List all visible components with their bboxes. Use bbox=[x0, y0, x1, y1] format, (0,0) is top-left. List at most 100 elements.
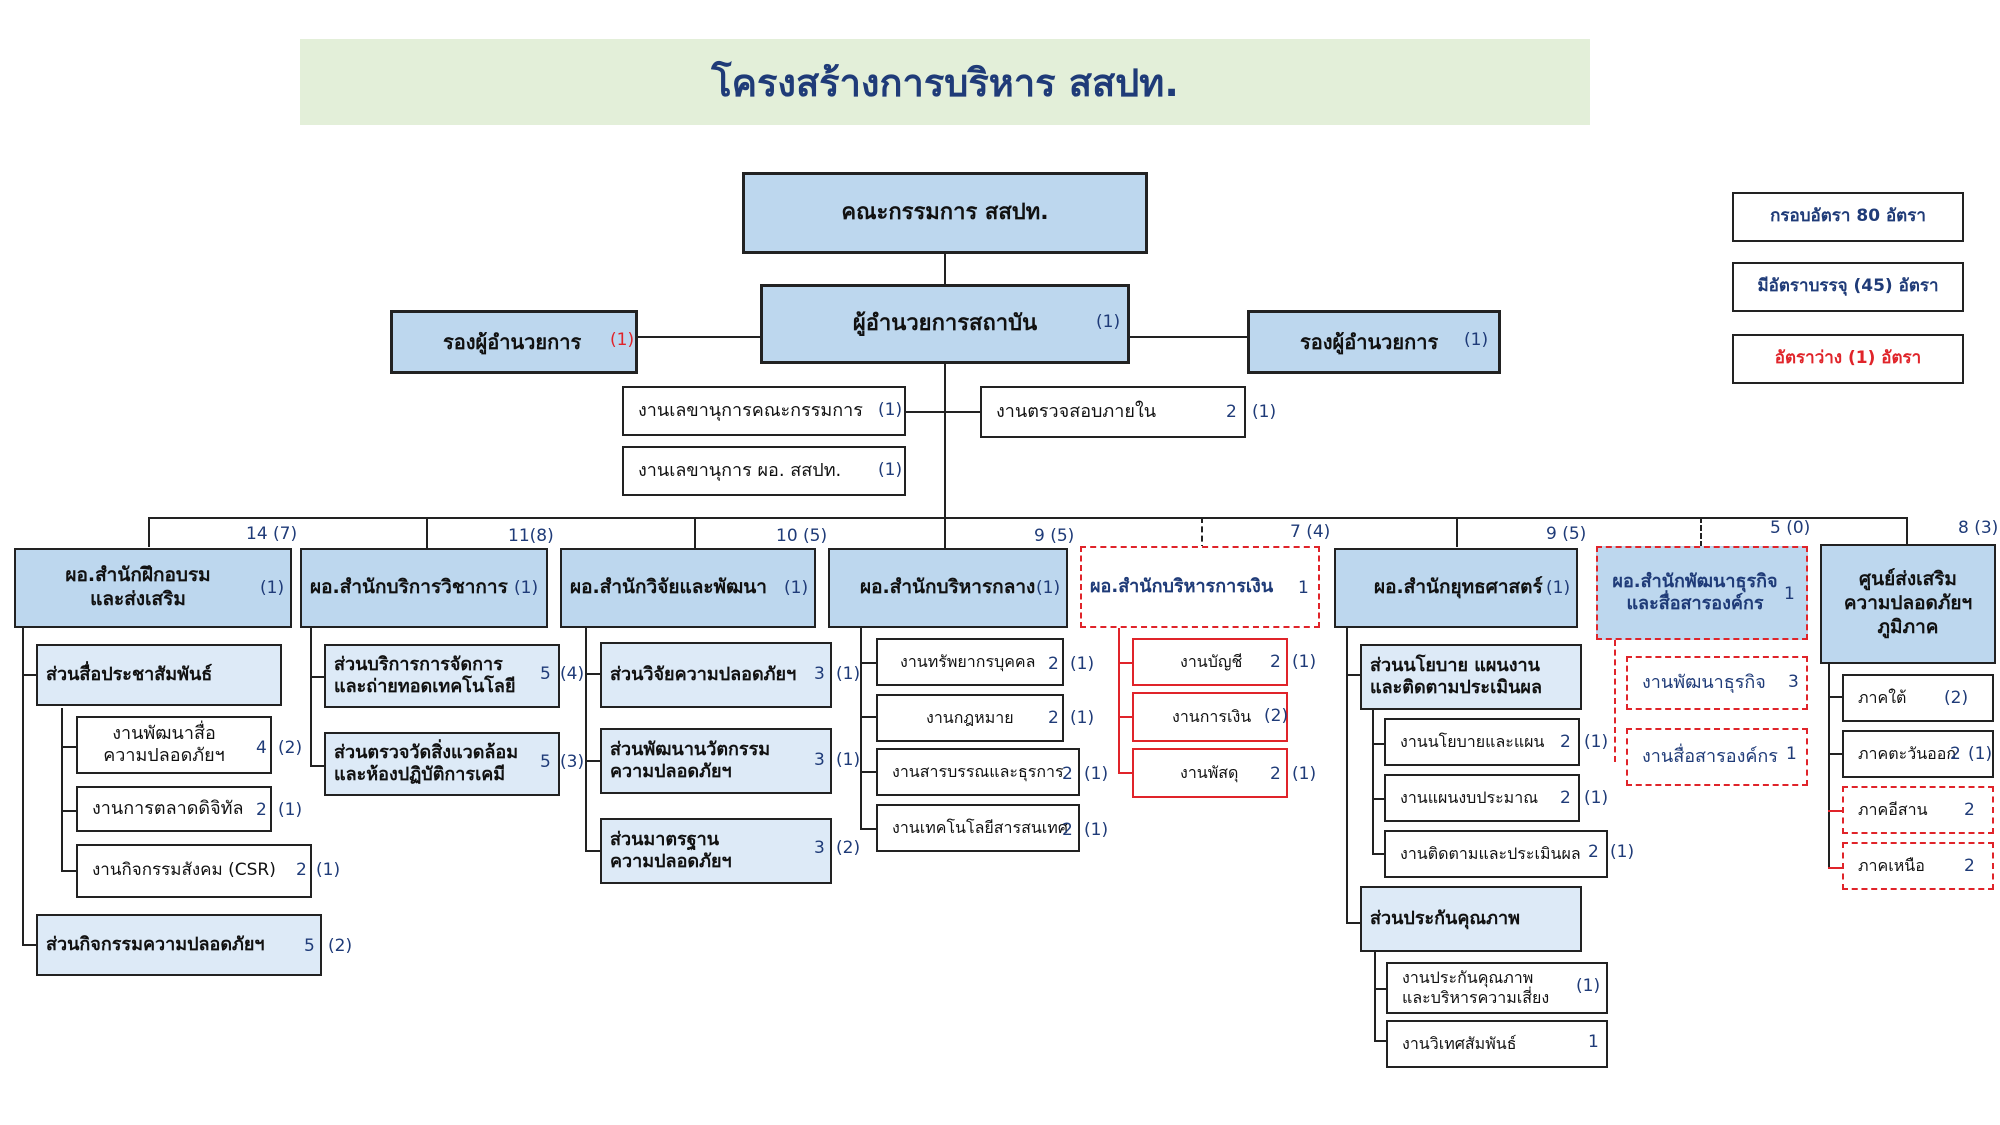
staff-unit-count: 2 bbox=[1226, 402, 1237, 422]
section-extra: (4) bbox=[560, 664, 585, 684]
col1-section-pr[interactable]: ส่วนสื่อประชาสัมพันธ์ bbox=[36, 644, 282, 706]
col2-section-lab[interactable]: ส่วนตรวจวัดสิ่งแวดล้อม และห้องปฏิบัติการ… bbox=[324, 732, 560, 796]
board-box[interactable]: คณะกรรมการ สสปท. bbox=[742, 172, 1148, 254]
staff-unit-extra: (1) bbox=[1252, 402, 1277, 422]
connector-drop-8 bbox=[1906, 517, 1908, 545]
director-box[interactable]: ผู้อำนวยการสถาบัน bbox=[760, 284, 1130, 364]
col6-unit-international[interactable]: งานวิเทศสัมพันธ์ bbox=[1386, 1020, 1608, 1068]
connector-drop-1 bbox=[148, 517, 150, 547]
col1-unit-csr[interactable]: งานกิจกรรมสังคม (CSR) bbox=[76, 844, 312, 898]
col6-section-quality[interactable]: ส่วนประกันคุณภาพ bbox=[1360, 886, 1582, 952]
unit-label: งานเทคโนโลยีสารสนเทศ bbox=[892, 818, 1068, 837]
connector-drop-7 bbox=[1700, 517, 1702, 547]
directorate-central-admin[interactable]: ผอ.สำนักบริหารกลาง bbox=[828, 548, 1068, 628]
deputy-right-box[interactable]: รองผู้อำนวยการ bbox=[1247, 310, 1501, 374]
section-count: 5 bbox=[304, 936, 315, 956]
staff-unit-label: งานเลขานุการ ผอ. สสปท. bbox=[638, 459, 842, 481]
unit-count: 2 bbox=[296, 860, 307, 880]
col4-unit-legal[interactable]: งานกฎหมาย bbox=[876, 694, 1064, 742]
connector-col6-trunk bbox=[1346, 627, 1348, 924]
connector-col8-unit1 bbox=[1828, 696, 1842, 698]
col4-unit-it[interactable]: งานเทคโนโลยีสารสนเทศ bbox=[876, 804, 1080, 852]
directorate-label: ศูนย์ส่งเสริม ความปลอดภัยฯ ภูมิภาค bbox=[1843, 568, 1973, 638]
col4-unit-admin[interactable]: งานสารบรรณและธุรการ bbox=[876, 748, 1080, 796]
directorate-count: (1) bbox=[784, 578, 809, 598]
unit-label: ภาคใต้ bbox=[1858, 688, 1907, 707]
staff-unit-count: (1) bbox=[878, 400, 903, 420]
col1-section-safety-activities[interactable]: ส่วนกิจกรรมความปลอดภัยฯ bbox=[36, 914, 322, 976]
col7-unit-business[interactable]: งานพัฒนาธุรกิจ bbox=[1626, 656, 1808, 710]
section-label: ส่วนนโยบาย แผนงาน และติดตามประเมินผล bbox=[1370, 654, 1543, 699]
col8-unit-east[interactable]: ภาคตะวันออก bbox=[1842, 730, 1994, 778]
unit-label: งานพัฒนาธุรกิจ bbox=[1642, 671, 1766, 693]
connector-col8-unit3 bbox=[1828, 810, 1842, 812]
connector-col7-trunk bbox=[1614, 640, 1616, 762]
col8-unit-south[interactable]: ภาคใต้ bbox=[1842, 674, 1994, 722]
deputy-right-count: (1) bbox=[1464, 330, 1489, 350]
unit-extra: (1) bbox=[1584, 732, 1609, 752]
staff-unit-internal-audit[interactable]: งานตรวจสอบภายใน bbox=[980, 386, 1246, 438]
col7-unit-communication[interactable]: งานสื่อสารองค์กร bbox=[1626, 728, 1808, 786]
directorate-label: ผอ.สำนักบริหารกลาง bbox=[860, 576, 1036, 599]
col3-section-safety-research[interactable]: ส่วนวิจัยความปลอดภัยฯ bbox=[600, 642, 832, 708]
col3-section-standards[interactable]: ส่วนมาตรฐาน ความปลอดภัยฯ bbox=[600, 818, 832, 884]
unit-label: งานแผนงบประมาณ bbox=[1400, 788, 1539, 807]
col5-unit-finance[interactable]: งานการเงิน bbox=[1132, 692, 1288, 742]
staff-unit-director-secretary[interactable]: งานเลขานุการ ผอ. สสปท. bbox=[622, 446, 906, 496]
connector-col3-sec1 bbox=[585, 673, 601, 675]
directorate-regional-centers[interactable]: ศูนย์ส่งเสริม ความปลอดภัยฯ ภูมิภาค bbox=[1820, 544, 1996, 664]
unit-label: งานติดตามและประเมินผล bbox=[1400, 844, 1581, 863]
col5-unit-accounting[interactable]: งานบัญชี bbox=[1132, 638, 1288, 686]
staff-unit-label: งานตรวจสอบภายใน bbox=[996, 400, 1157, 422]
col8-unit-northeast[interactable]: ภาคอีสาน bbox=[1842, 786, 1994, 834]
directorate-count: (1) bbox=[1036, 578, 1061, 598]
section-label: ส่วนตรวจวัดสิ่งแวดล้อม และห้องปฏิบัติการ… bbox=[334, 741, 519, 786]
directorate-total: 5 (0) bbox=[1770, 518, 1811, 538]
directorate-business-dev[interactable]: ผอ.สำนักพัฒนาธุรกิจ และสื่อสารองค์กร bbox=[1596, 546, 1808, 640]
connector-col6-unit5 bbox=[1374, 1040, 1386, 1042]
unit-count: 2 bbox=[1964, 800, 1975, 820]
col4-unit-hr[interactable]: งานทรัพยากรบุคคล bbox=[876, 638, 1064, 686]
unit-label: ภาคเหนือ bbox=[1858, 856, 1925, 875]
directorate-count: 1 bbox=[1784, 584, 1795, 604]
col5-unit-procurement[interactable]: งานพัสดุ bbox=[1132, 748, 1288, 798]
directorate-total: 11(8) bbox=[508, 526, 554, 546]
directorate-academic-services[interactable]: ผอ.สำนักบริการวิชาการ bbox=[300, 548, 548, 628]
staff-unit-label: งานเลขานุการคณะกรรมการ bbox=[638, 399, 863, 421]
connector-col1-sec2 bbox=[22, 944, 38, 946]
connector-col6-sub-trunk2 bbox=[1374, 952, 1376, 1041]
col6-unit-monitoring[interactable]: งานติดตามและประเมินผล bbox=[1384, 830, 1608, 878]
section-extra: (2) bbox=[836, 838, 861, 858]
col1-unit-digital-marketing[interactable]: งานการตลาดดิจิทัล bbox=[76, 786, 272, 832]
staff-unit-board-secretary[interactable]: งานเลขานุการคณะกรรมการ bbox=[622, 386, 906, 436]
deputy-left-box[interactable]: รองผู้อำนวยการ bbox=[390, 310, 638, 374]
col6-unit-policy-plan[interactable]: งานนโยบายและแผน bbox=[1384, 718, 1580, 766]
connector-col4-trunk bbox=[860, 627, 862, 829]
connector-col5-unit1 bbox=[1118, 662, 1132, 664]
director-count: (1) bbox=[1096, 312, 1121, 332]
directorate-count: 1 bbox=[1298, 578, 1309, 598]
connector-col8-trunk bbox=[1828, 663, 1830, 868]
legend-filled: มีอัตราบรรจุ (45) อัตรา bbox=[1732, 262, 1964, 312]
unit-label: งานวิเทศสัมพันธ์ bbox=[1402, 1034, 1517, 1053]
directorate-research[interactable]: ผอ.สำนักวิจัยและพัฒนา bbox=[560, 548, 816, 628]
col1-unit-media[interactable]: งานพัฒนาสื่อ ความปลอดภัยฯ bbox=[76, 716, 272, 774]
connector-col6-sub-trunk1 bbox=[1372, 710, 1374, 854]
section-label: ส่วนวิจัยความปลอดภัยฯ bbox=[610, 663, 797, 685]
directorate-strategy[interactable]: ผอ.สำนักยุทธศาสตร์ bbox=[1334, 548, 1578, 628]
col6-unit-quality-risk[interactable]: งานประกันคุณภาพ และบริหารความเสี่ยง bbox=[1386, 962, 1608, 1014]
col6-unit-budget[interactable]: งานแผนงบประมาณ bbox=[1384, 774, 1580, 822]
unit-count: 2 bbox=[1062, 820, 1073, 840]
col8-unit-north[interactable]: ภาคเหนือ bbox=[1842, 842, 1994, 890]
unit-count: 2 bbox=[1048, 708, 1059, 728]
directorate-label: ผอ.สำนักวิจัยและพัฒนา bbox=[570, 576, 767, 599]
section-count: 3 bbox=[814, 838, 825, 858]
legend-total: กรอบอัตรา 80 อัตรา bbox=[1732, 192, 1964, 242]
col6-section-policy[interactable]: ส่วนนโยบาย แผนงาน และติดตามประเมินผล bbox=[1360, 644, 1582, 710]
directorate-training[interactable]: ผอ.สำนักฝึกอบรม และส่งเสริม bbox=[14, 548, 292, 628]
connector-col4-unit3 bbox=[860, 771, 876, 773]
legend-label: กรอบอัตรา 80 อัตรา bbox=[1770, 206, 1926, 227]
directorate-finance[interactable]: ผอ.สำนักบริหารการเงิน bbox=[1080, 546, 1320, 628]
col2-section-tech-transfer[interactable]: ส่วนบริการการจัดการ และถ่ายทอดเทคโนโลยี bbox=[324, 644, 560, 708]
col3-section-innovation[interactable]: ส่วนพัฒนานวัตกรรม ความปลอดภัยฯ bbox=[600, 728, 832, 794]
